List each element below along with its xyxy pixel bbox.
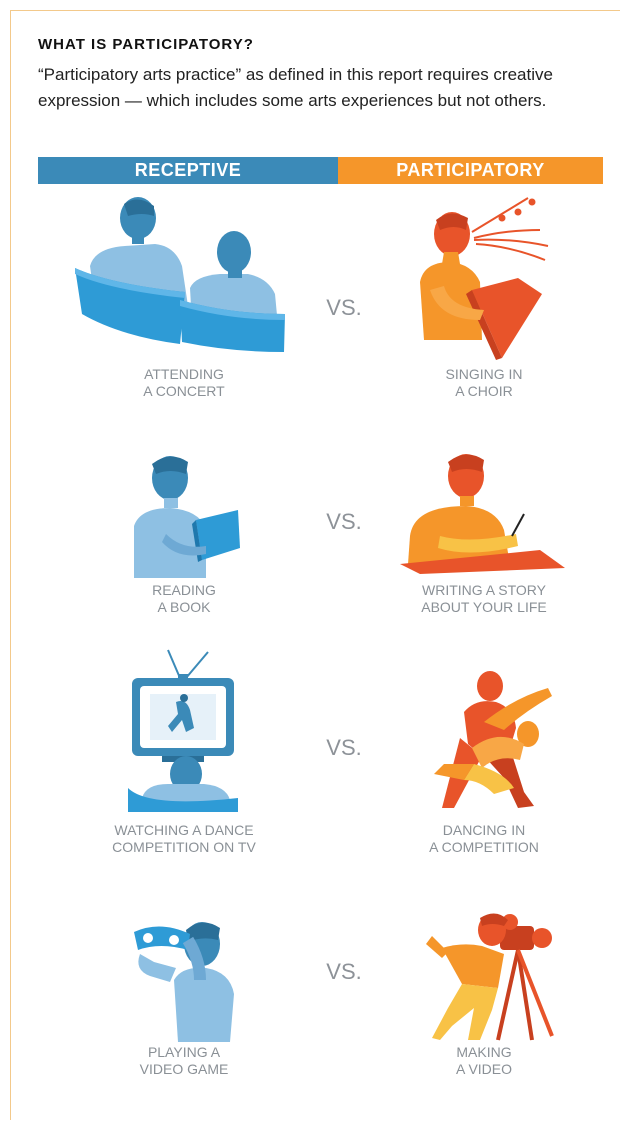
vs-label-row-1: VS. — [326, 295, 362, 320]
caption-writing-story: WRITING A STORY ABOUT YOUR LIFE — [421, 582, 547, 615]
choir-singer-icon — [420, 197, 549, 360]
infographic-title: WHAT IS PARTICIPATORY? — [38, 36, 254, 53]
story-writer-icon — [400, 454, 565, 574]
camera-operator-icon — [426, 913, 554, 1041]
dancing-couple-icon — [434, 671, 552, 808]
caption-watching-dance: WATCHING A DANCE COMPETITION ON TV — [112, 822, 256, 855]
caption-attending-concert: ATTENDING A CONCERT — [143, 366, 225, 399]
vs-label-row-4: VS. — [326, 959, 362, 984]
tv-viewer-icon — [128, 649, 238, 812]
caption-reading-book: READING A BOOK — [152, 582, 216, 615]
receptive-column-header: RECEPTIVE — [38, 157, 338, 184]
infographic-frame — [10, 10, 620, 1120]
caption-singing-choir: SINGING IN A CHOIR — [445, 366, 523, 399]
vs-label-row-3: VS. — [326, 735, 362, 760]
caption-dancing-competition: DANCING IN A COMPETITION — [429, 822, 539, 855]
video-gamer-icon — [134, 922, 234, 1042]
intro-text: “Participatory arts practice” as defined… — [38, 65, 553, 110]
caption-playing-video-game: PLAYING A VIDEO GAME — [139, 1044, 229, 1077]
participatory-column-header: PARTICIPATORY — [338, 157, 603, 184]
book-reader-icon — [134, 456, 240, 578]
concert-audience-icon — [75, 197, 285, 352]
vs-label-row-2: VS. — [326, 509, 362, 534]
caption-making-video: MAKING A VIDEO — [455, 1044, 513, 1077]
